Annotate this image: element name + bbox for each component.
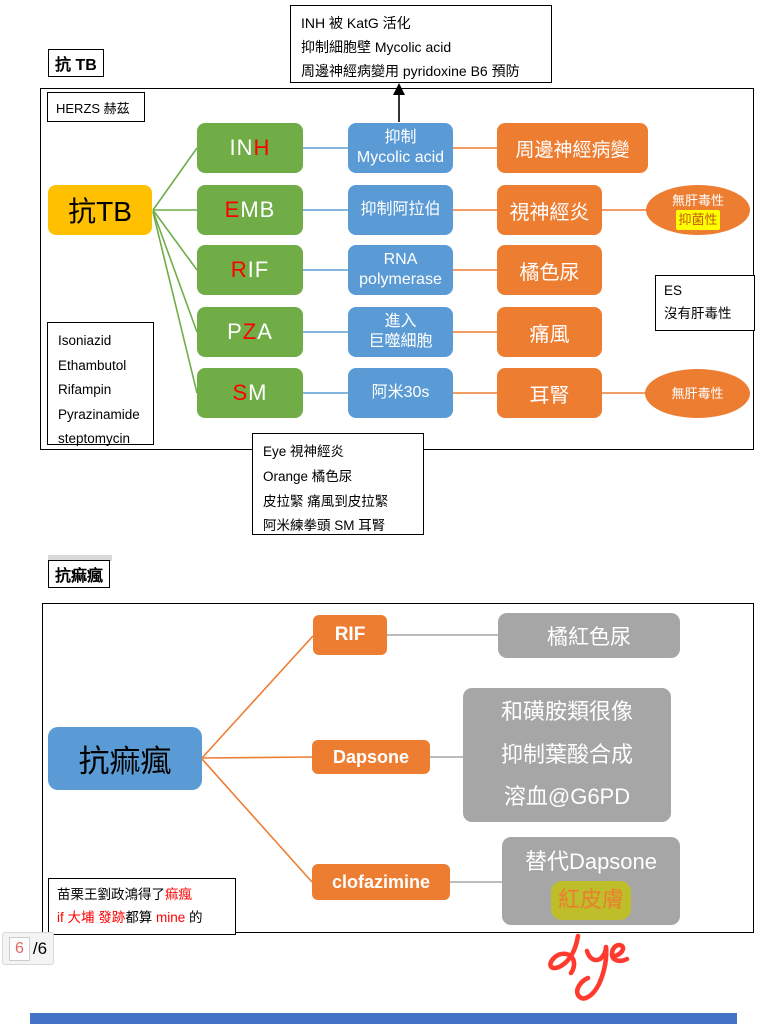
emb-note-ellipse: 無肝毒性 抑菌性 <box>646 185 750 235</box>
tb-root-node: 抗TB <box>48 185 152 235</box>
drug-node-sm: SM <box>197 368 303 418</box>
list-item: Isoniazid <box>58 333 112 348</box>
side-effect-node-emb: 視神經炎 <box>497 185 602 235</box>
sm-note-ellipse: 無肝毒性 <box>645 369 750 418</box>
note-highlighted-line: 紅皮膚 <box>550 881 631 920</box>
ellipse-line: 無肝毒性 <box>671 192 724 208</box>
callout-line: 周邊神經病變用 pyridoxine B6 預防 <box>301 63 520 80</box>
note-line: 替代Dapsone <box>524 848 658 874</box>
mnemonic-line: 皮拉緊 痛風到皮拉緊 <box>263 493 389 509</box>
leprosy-drug-node-rif: RIF <box>313 615 387 655</box>
ellipse-highlighted-line: 抑菌性 <box>676 210 720 230</box>
mnemonic-line: 阿米練拳頭 SM 耳腎 <box>263 518 386 534</box>
dapsone-note-box: 和磺胺類很像 抑制葉酸合成 溶血@G6PD <box>463 688 671 822</box>
mnemonic-line: 苗栗王劉政鴻得了痲瘋 <box>57 887 192 902</box>
inh-callout-note: INH 被 KatG 活化 抑制細胞壁 Mycolic acid 周邊神經病變用… <box>290 5 552 83</box>
note-line: 抑制葉酸合成 <box>500 741 633 767</box>
mechanism-node-sm: 阿米30s <box>348 368 453 418</box>
leprosy-drug-node-clofazimine: clofazimine <box>312 864 450 900</box>
clofazimine-note-box: 替代Dapsone 紅皮膚 <box>502 837 680 925</box>
leprosy-drug-node-dapsone: Dapsone <box>312 740 430 774</box>
page-indicator[interactable]: 6 /6 <box>2 932 55 965</box>
side-effect-node-rif: 橘色尿 <box>497 245 602 295</box>
handwritten-dye-annotation <box>540 928 650 1013</box>
drug-node-inh: INH <box>197 123 303 173</box>
note-line: 和磺胺類很像 <box>500 698 633 724</box>
leprosy-mnemonic-box: 苗栗王劉政鴻得了痲瘋 if 大埔 發跡都算 mine 的 <box>48 878 236 935</box>
mnemonic-line: if 大埔 發跡都算 mine 的 <box>57 909 203 925</box>
leprosy-root-node: 抗痲瘋 <box>48 727 202 790</box>
tb-section-title: 抗 TB <box>48 49 104 77</box>
herzs-mnemonic-box: HERZS 赫茲 <box>47 92 145 122</box>
drug-fullname-list: Isoniazid Ethambutol Rifampin Pyrazinami… <box>47 322 154 446</box>
list-item: Pyrazinamide <box>58 406 140 422</box>
tb-mnemonic-box: Eye 視神經炎 Orange 橘色尿 皮拉緊 痛風到皮拉緊 阿米練拳頭 SM … <box>252 433 424 535</box>
drug-node-rif: RIF <box>197 245 303 295</box>
title-highlight-smudge <box>48 555 112 561</box>
leprosy-section-title: 抗痲瘋 <box>48 560 111 588</box>
mechanism-node-pza: 進入巨噬細胞 <box>348 307 453 357</box>
list-item: steptomycin <box>58 431 131 447</box>
side-effect-node-sm: 耳腎 <box>497 368 602 418</box>
drug-node-emb: EMB <box>197 185 303 235</box>
list-item: Ethambutol <box>58 357 127 373</box>
callout-line: 抑制細胞壁 Mycolic acid <box>301 39 452 56</box>
list-item: Rifampin <box>58 382 112 398</box>
leprosy-diagram-container <box>42 603 754 933</box>
note-line: 溶血@G6PD <box>503 784 631 810</box>
bottom-slide-edge-bar <box>30 1013 737 1024</box>
mechanism-node-emb: 抑制阿拉伯 <box>348 185 453 235</box>
page-total: /6 <box>32 938 48 958</box>
page-current: 6 <box>9 936 30 961</box>
side-effect-node-pza: 痛風 <box>497 307 602 357</box>
side-effect-node-inh: 周邊神經病變 <box>497 123 648 173</box>
callout-line: INH 被 KatG 活化 <box>301 15 411 31</box>
mnemonic-line: Orange 橘色尿 <box>263 468 353 484</box>
es-note-box: ES 沒有肝毒性 <box>655 275 755 331</box>
rif-note-box: 橘紅色尿 <box>498 613 680 658</box>
drug-node-pza: PZA <box>197 307 303 357</box>
mnemonic-line: Eye 視神經炎 <box>263 444 345 459</box>
